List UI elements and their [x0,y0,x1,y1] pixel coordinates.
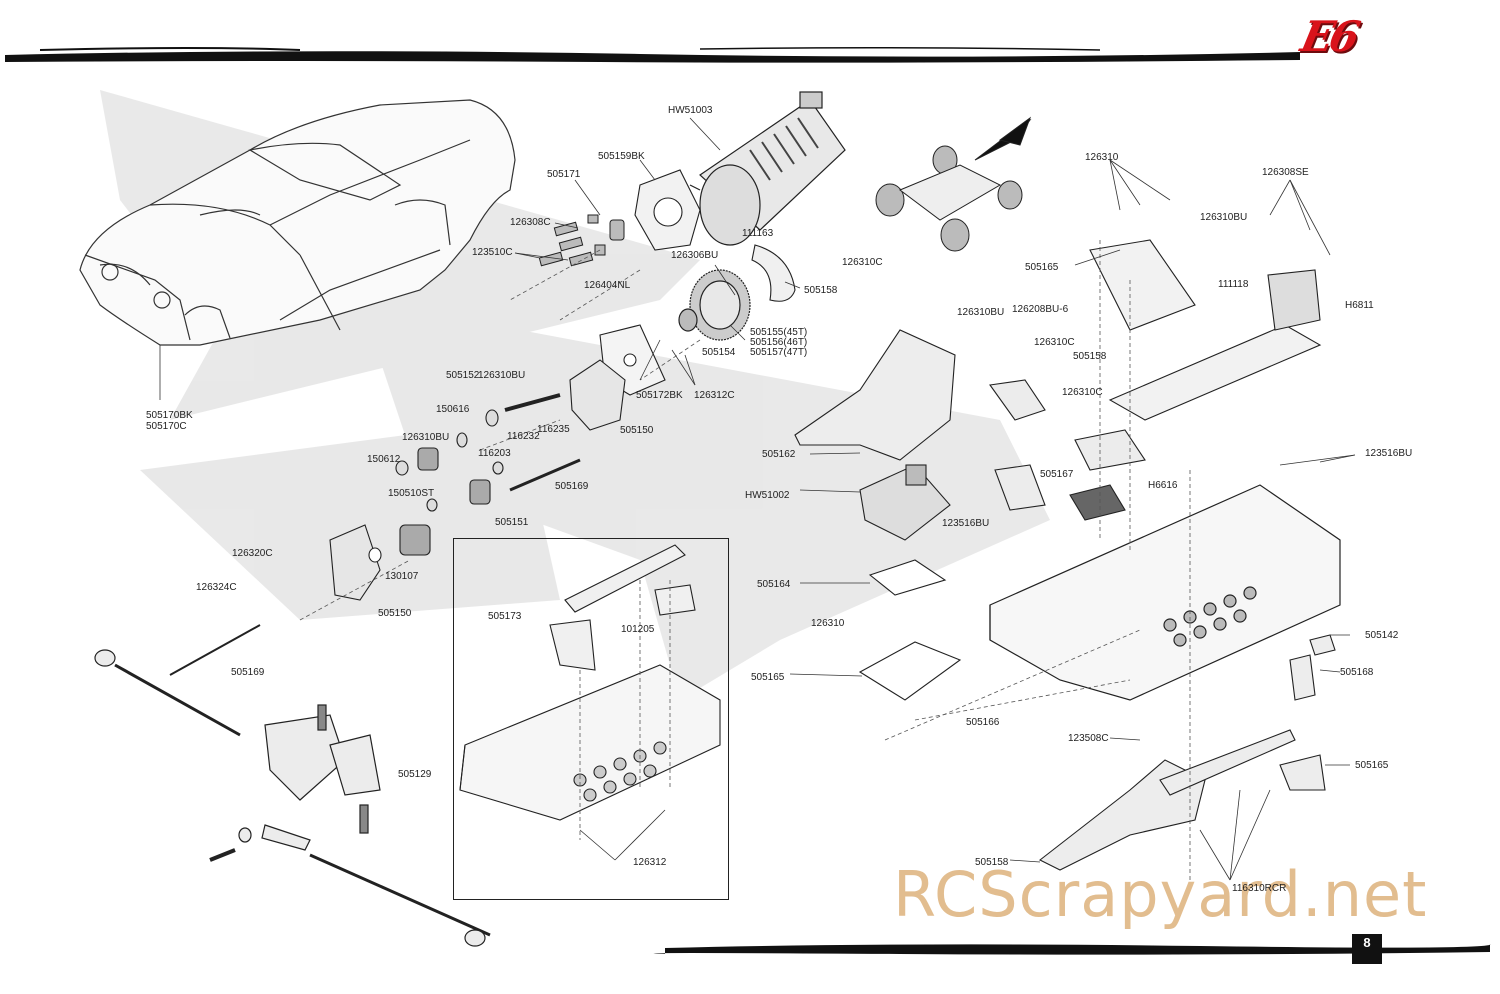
inset-box [453,538,729,900]
label-505156: 505156(46T) [750,337,808,348]
label-505165-c: 505165 [1355,760,1389,771]
truck-thumbnail [875,116,1032,252]
label-505169-a: 505169 [555,481,589,492]
label-505158-a: 505158 [804,285,838,296]
gearbox-housing-lower [329,524,431,601]
label-505170c: 505170C [146,421,187,432]
label-505155: 505155(45T) [750,327,808,338]
label-126308c: 126308C [510,217,551,228]
label-126310bu-c: 126310BU [957,307,1005,318]
label-123508c: 123508C [1068,733,1109,744]
label-126310bu-a: 126310BU [478,370,526,381]
label-150510st: 150510ST [388,488,435,499]
car-body-shell [79,99,516,346]
label-505154: 505154 [702,347,736,358]
watermark-text: RCScrapyard.net [893,858,1428,931]
label-123510c: 123510C [472,247,513,258]
label-116310rcr: 116310RCR [1232,883,1287,894]
page-number: 8 [1352,934,1382,964]
label-505165-b: 505165 [1025,262,1059,273]
label-505162: 505162 [762,449,796,460]
label-505169-b: 505169 [231,667,265,678]
e6-logo: E6 [1296,12,1361,61]
label-505171: 505171 [547,169,581,180]
label-505152: 505152 [446,370,480,381]
label-505158-c: 505158 [975,857,1009,868]
motor [689,91,846,246]
receiver-parts [989,379,1146,521]
label-hw51003: HW51003 [668,105,713,116]
label-505167: 505167 [1040,469,1074,480]
label-h6811: H6811 [1345,300,1374,311]
label-126312c: 126312C [694,390,735,401]
label-505170bk: 505170BK [146,410,193,421]
label-130107: 130107 [385,571,419,582]
label-123516bu-b: 123516BU [1365,448,1413,459]
label-505166: 505166 [966,717,1000,728]
label-505129: 505129 [398,769,432,780]
label-126310c-c: 126310C [1062,387,1103,398]
label-505164: 505164 [757,579,791,590]
label-126310: 126310 [811,618,845,629]
assembly-guides [299,240,1191,880]
center-parts [794,329,962,701]
label-126310bu-d: 126310BU [1200,212,1248,223]
inset-chassis [459,544,721,821]
main-chassis [989,484,1341,701]
gear-cover [751,244,796,302]
label-505142: 505142 [1365,630,1399,641]
label-150612: 150612 [367,454,401,465]
label-505172bk: 505172BK [636,390,683,401]
footer-brush-stroke [653,944,1491,955]
label-111118: 111118 [1218,279,1249,290]
label-126310bu-b: 126310BU [402,432,450,443]
label-116232: 116232 [507,431,540,442]
label-505157: 505157(47T) [750,347,808,358]
label-126404nl: 126404NL [584,280,631,291]
label-126306bu: 126306BU [671,250,719,261]
label-505165-a: 505165 [751,672,785,683]
spur-gear [678,269,751,341]
label-505151: 505151 [495,517,529,528]
label-111163: 111163 [742,228,774,239]
label-116235: 116235 [537,424,570,435]
motor-mount [634,169,701,251]
label-505150-b: 505150 [378,608,412,619]
battery-tray [1089,239,1322,421]
label-126310c-a: 126310C [842,257,883,268]
shafts-bearings [395,393,581,512]
label-h6616: H6616 [1148,480,1178,491]
label-hw51002: HW51002 [745,490,790,501]
label-505150-a: 505150 [620,425,654,436]
steering-assembly [94,649,491,947]
label-150616: 150616 [436,404,470,415]
label-126324c: 126324C [196,582,237,593]
label-101205: 101205 [621,624,655,635]
drive-shaft [169,624,261,676]
label-116203: 116203 [478,448,511,459]
label-126320c: 126320C [232,548,273,559]
label-126208bu-6: 126208BU-6 [1012,304,1069,315]
label-123516bu-a: 123516BU [942,518,990,529]
label-126310c-b: 126310C [1034,337,1075,348]
rear-suspension [1038,634,1336,871]
label-505168: 505168 [1340,667,1374,678]
label-505159bk: 505159BK [598,151,645,162]
label-126308se: 126308SE [1262,167,1309,178]
label-505173: 505173 [488,611,522,622]
label-505158-b: 505158 [1073,351,1107,362]
gearbox-housing-upper [569,359,626,431]
header-brush-stroke [5,46,1300,63]
leader-lines [159,117,1356,881]
label-126310-top: 126310 [1085,152,1119,163]
label-126312: 126312 [633,857,667,868]
